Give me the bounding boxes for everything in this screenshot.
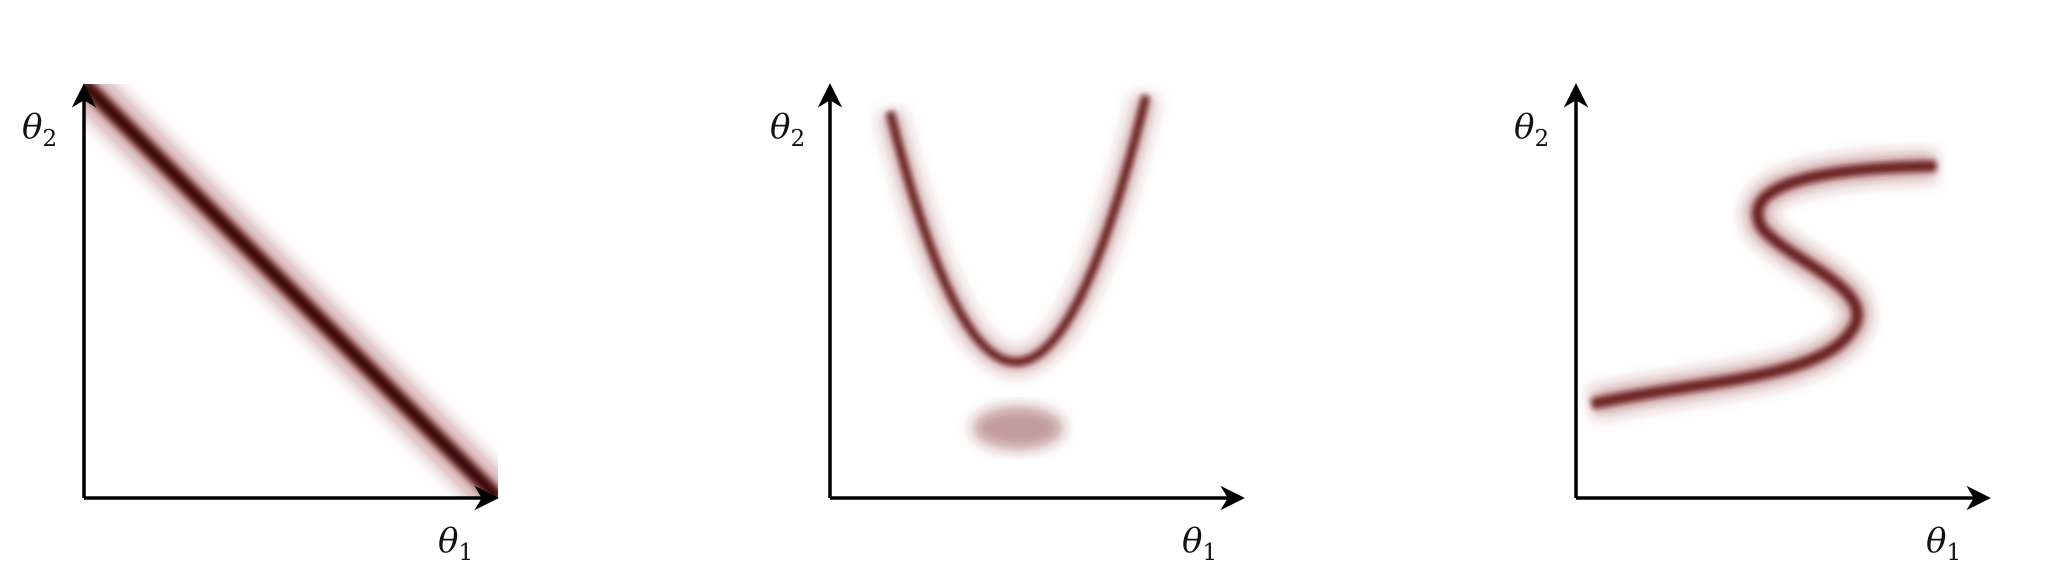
panel-s-curve: θ2 θ1 xyxy=(1514,83,1991,566)
x-axis-label-parabola: θ1 xyxy=(1182,521,1217,566)
panel-linear: θ2 θ1 xyxy=(22,83,499,566)
panel-parabola: θ2 θ1 xyxy=(770,83,1245,566)
x-axis-label-s-curve: θ1 xyxy=(1926,521,1961,566)
density-band-parabola xyxy=(877,92,1159,450)
x-axis-label-linear: θ1 xyxy=(438,521,473,566)
y-axis-label-parabola: θ2 xyxy=(770,107,805,152)
y-axis-label-linear: θ2 xyxy=(22,107,57,152)
density-band-linear xyxy=(84,84,498,498)
y-axis-label-s-curve: θ2 xyxy=(1514,107,1549,152)
density-band-s-curve xyxy=(1588,151,1937,419)
